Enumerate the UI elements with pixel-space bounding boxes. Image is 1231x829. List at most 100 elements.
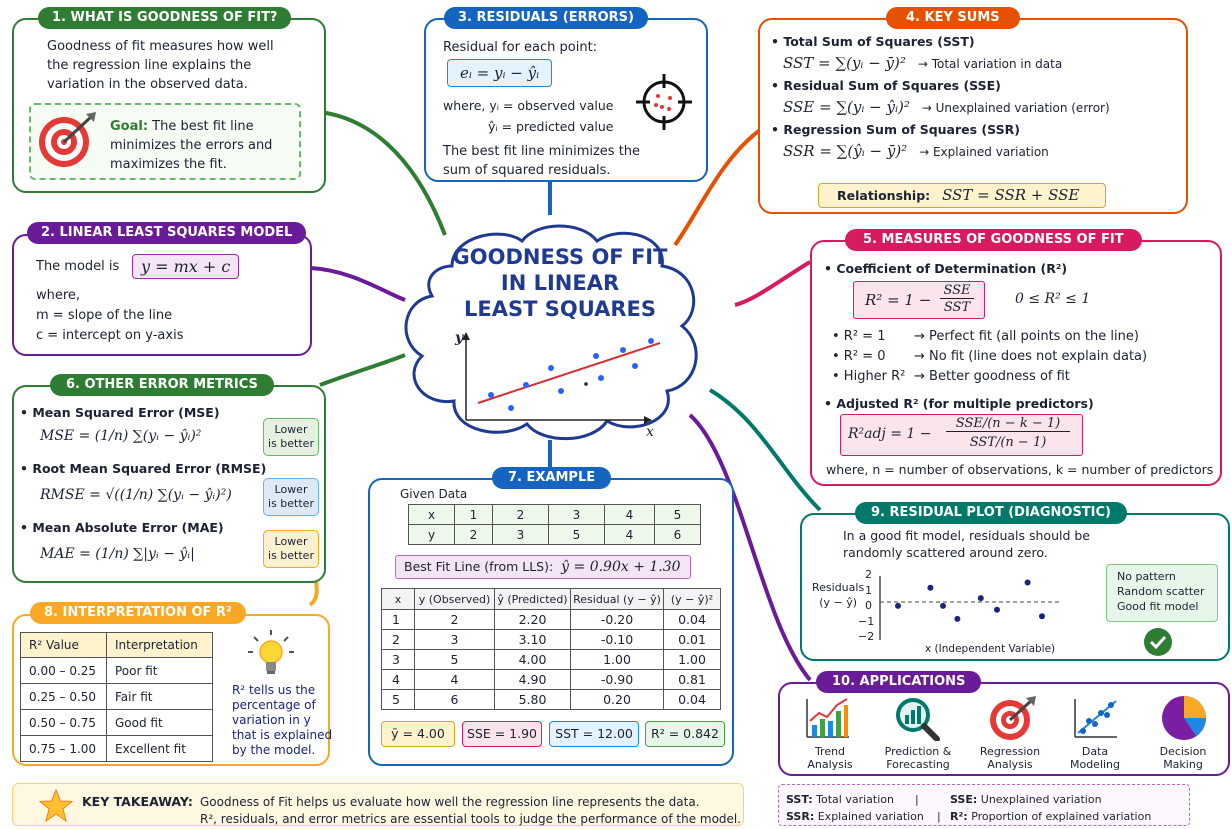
legend-box: [778, 784, 1190, 826]
magnifier-chart-icon: [896, 698, 940, 741]
r2-lhs: R² = 1 −: [865, 291, 932, 309]
rmse-title: • Root Mean Squared Error (RMSE): [20, 461, 267, 476]
model-equation: y = mx + c: [132, 254, 240, 279]
center-x-label: x: [646, 424, 654, 440]
section-8-header: 8. INTERPRETATION OF R²: [30, 602, 246, 624]
sst-badge: SST = 12.00: [549, 721, 639, 747]
residual-intro: Residual for each point:: [443, 40, 598, 55]
trend-chart-icon: [806, 698, 849, 738]
sst-equation: SST = ∑(yᵢ − ȳ)²: [783, 54, 906, 72]
adjusted-formula-box: [840, 414, 1083, 456]
key-takeaway-box: [12, 783, 744, 826]
cod-title: • Coefficient of Determination (R²): [824, 261, 1068, 276]
key-takeaway-text: Goodness of Fit helps us evaluate how we…: [200, 795, 742, 826]
section-1-header: 1. WHAT IS GOODNESS OF FIT?: [38, 7, 292, 29]
residual-plot: [879, 576, 1060, 640]
best-fit-line-box: Best Fit Line (from LLS): ŷ = 0.90x + 1.…: [395, 555, 691, 579]
residual-plot-ylabel: Residuals(y − ŷ): [812, 581, 865, 609]
key-takeaway-label: KEY TAKEAWAY:: [82, 794, 193, 809]
section-key-sums: [758, 18, 1188, 214]
regression-target-icon: [990, 696, 1036, 740]
residual-point: [1024, 579, 1031, 586]
section-residuals: [424, 18, 708, 182]
adjusted-denominator: SST/(n − 1): [969, 435, 1047, 450]
ssr-note: → Explained variation: [919, 145, 1049, 159]
adjusted-lhs: R²adj = 1 −: [848, 426, 932, 442]
sse-badge: SSE = 1.90: [462, 721, 542, 747]
relationship-box: Relationship: SST = SSR + SSE: [818, 183, 1106, 208]
checkmark-icon: [1144, 628, 1172, 656]
r2-badge: R² = 0.842: [645, 721, 725, 747]
residual-plot-xlabel: x (Independent Variable): [925, 643, 1056, 655]
lightbulb-icon: [248, 630, 294, 674]
r2-bullets: • R² = 1→ Perfect fit (all points on the…: [832, 329, 1148, 384]
ssr-equation: SSR = ∑(ŷᵢ − ȳ)²: [783, 142, 908, 160]
mae-equation: MAE = (1/n) ∑|yᵢ − ŷᵢ|: [40, 546, 195, 562]
rmse-equation: RMSE = √((1/n) ∑(yᵢ − ŷᵢ)²): [40, 487, 232, 503]
scatter-icon: [1074, 699, 1117, 738]
sst-title: • Total Sum of Squares (SST): [771, 34, 975, 49]
app-label-prediction: Prediction &Forecasting: [884, 745, 952, 771]
sse-equation: SSE = ∑(yᵢ − ŷᵢ)²: [783, 98, 910, 116]
center-cloud: [404, 224, 698, 441]
section-9-header: 9. RESIDUAL PLOT (DIAGNOSTIC): [855, 502, 1127, 524]
ssr-title: • Regression Sum of Squares (SSR): [771, 122, 1020, 137]
center-scatter-plot: [462, 332, 661, 424]
given-data-label: Given Data: [400, 487, 468, 501]
residual-point: [940, 602, 946, 609]
ybar-badge: ȳ = 4.00: [381, 721, 455, 747]
adjusted-where: where, n = number of observations, k = n…: [826, 462, 1214, 477]
pie-icon: [1162, 696, 1206, 740]
center-y-label: y: [455, 330, 464, 346]
legend-left: SST: Total variation SSR: Explained vari…: [786, 793, 924, 823]
section-2-header: 2. LINEAR LEAST SQUARES MODEL: [27, 222, 307, 244]
sse-note: → Unexplained variation (error): [921, 101, 1110, 115]
r2-denominator: SST: [943, 300, 971, 315]
crosshair-icon: [636, 74, 692, 130]
r2-formula-box: [853, 281, 985, 319]
section-4-header: 4. KEY SUMS: [886, 7, 1020, 29]
mae-title: • Mean Absolute Error (MAE): [20, 520, 224, 535]
section-5-header: 5. MEASURES OF GOODNESS OF FIT: [845, 229, 1142, 251]
adjusted-title: • Adjusted R² (for multiple predictors): [824, 396, 1094, 411]
adjusted-numerator: SSE/(n − k − 1): [946, 416, 1070, 432]
residual-plot-text: In a good fit model, residuals should be…: [843, 528, 1090, 560]
residual-point: [895, 602, 901, 609]
key-sums-list: • Total Sum of Squares (SST) SST = ∑(yᵢ …: [771, 34, 1110, 166]
residual-point: [954, 615, 961, 622]
sst-note: → Total variation in data: [917, 57, 1063, 71]
residual-point: [1039, 613, 1045, 620]
target-icon: [39, 112, 96, 167]
residual-point: [927, 584, 934, 591]
goal-text: Goal: The best fit line minimizes the er…: [110, 119, 273, 172]
star-icon: [38, 789, 74, 823]
mse-equation: MSE = (1/n) ∑(yᵢ − ŷᵢ)²: [40, 428, 202, 444]
model-label: The model is: [36, 259, 120, 274]
residual-equation: eᵢ = yᵢ − ŷᵢ: [447, 59, 553, 87]
section-3-header: 3. RESIDUALS (ERRORS): [444, 7, 648, 29]
residual-point: [994, 606, 1000, 613]
residual-point: [977, 595, 984, 602]
section-10-header: 10. APPLICATIONS: [816, 671, 982, 693]
mse-title: • Mean Squared Error (MSE): [20, 405, 220, 420]
section-6-header: 6. OTHER ERROR METRICS: [50, 374, 274, 396]
r2-range: 0 ≤ R² ≤ 1: [1015, 291, 1091, 307]
legend-separators: ||: [915, 793, 941, 823]
r2-numerator: SSE: [940, 283, 974, 299]
section-7-header: 7. EXAMPLE: [492, 467, 612, 489]
legend-right: SSE: Unexplained variation R²: Proportio…: [950, 793, 1152, 823]
